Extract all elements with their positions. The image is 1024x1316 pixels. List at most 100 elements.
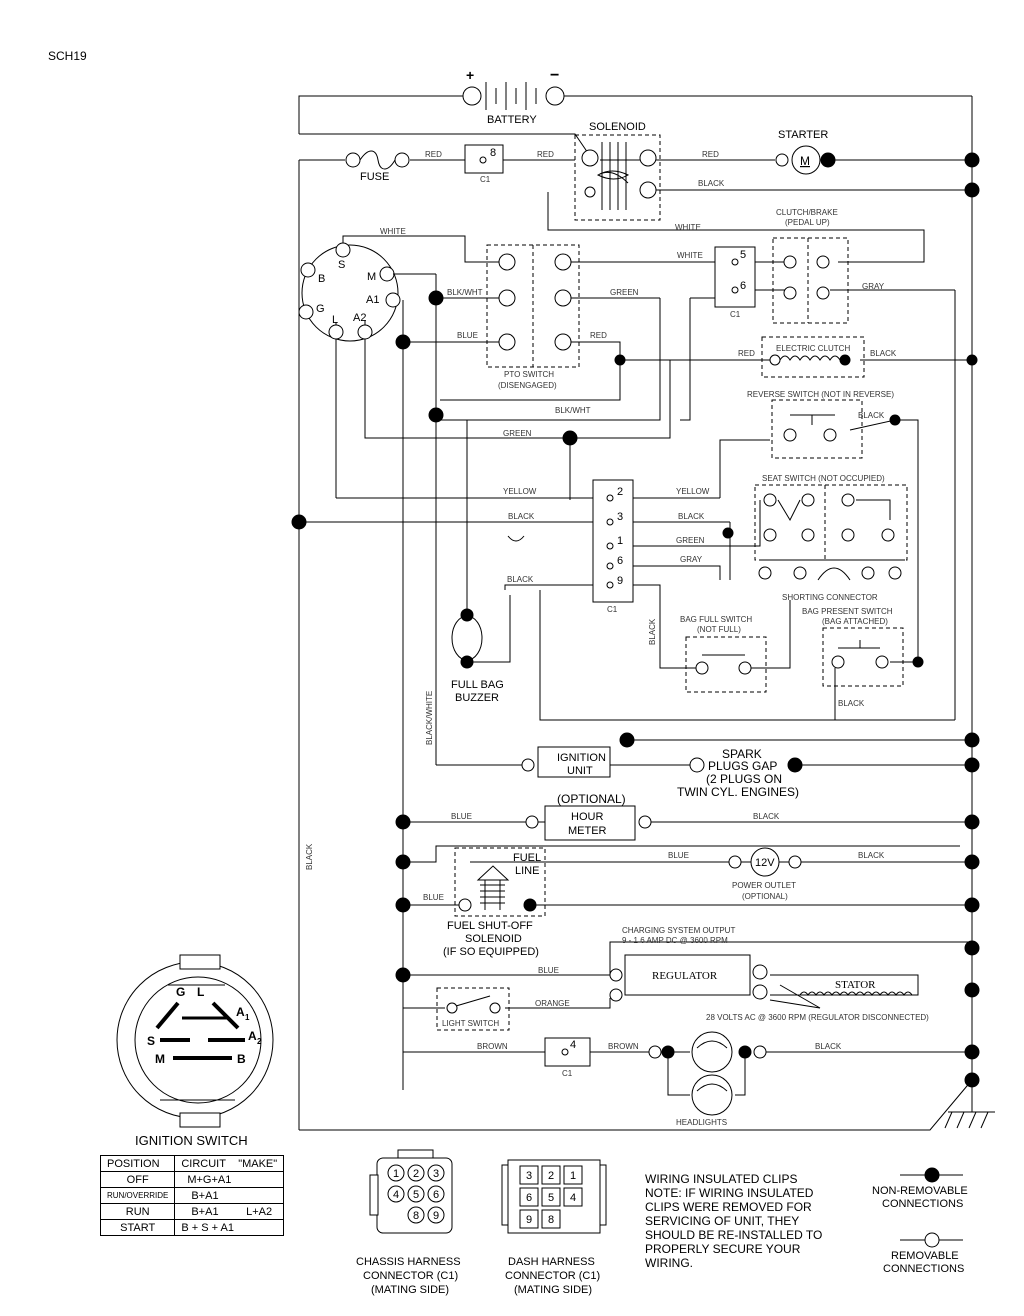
svg-text:BLK/WHT: BLK/WHT — [447, 288, 483, 297]
svg-text:GREEN: GREEN — [610, 288, 639, 297]
svg-text:(BAG ATTACHED): (BAG ATTACHED) — [822, 617, 888, 626]
svg-text:A: A — [236, 1005, 245, 1019]
svg-text:G: G — [176, 985, 185, 999]
svg-text:8: 8 — [413, 1210, 419, 1222]
ignition-switch-title: IGNITION SWITCH — [135, 1133, 248, 1148]
headlights: HEADLIGHTS — [648, 1031, 767, 1127]
svg-text:CLIPS WERE REMOVED FOR: CLIPS WERE REMOVED FOR — [645, 1200, 812, 1214]
svg-text:GRAY: GRAY — [680, 555, 703, 564]
full-bag-buzzer: FULL BAG BUZZER BLACK/WHITE BLACK — [305, 608, 504, 870]
svg-text:WIRING.: WIRING. — [645, 1256, 693, 1270]
bag-full-switch: BAG FULL SWITCH (NOT FULL) BLACK — [648, 615, 767, 693]
svg-text:8: 8 — [490, 147, 496, 159]
svg-text:BLACK: BLACK — [698, 179, 725, 188]
svg-text:RED: RED — [590, 331, 607, 340]
svg-text:NON-REMOVABLE: NON-REMOVABLE — [872, 1185, 968, 1197]
svg-text:BLACK: BLACK — [305, 843, 314, 870]
svg-text:SOLENOID: SOLENOID — [465, 933, 522, 945]
svg-text:CONNECTOR (C1): CONNECTOR (C1) — [363, 1270, 458, 1282]
battery-label: BATTERY — [487, 114, 537, 126]
svg-text:2: 2 — [413, 1168, 419, 1180]
bag-present-switch: BAG PRESENT SWITCH (BAG ATTACHED) BLACK — [802, 607, 924, 708]
svg-text:2: 2 — [257, 1037, 262, 1046]
svg-text:4: 4 — [393, 1189, 399, 1201]
svg-text:G: G — [316, 303, 325, 315]
svg-text:YELLOW: YELLOW — [676, 487, 710, 496]
table-row: OFF M+G+A1 — [99, 1171, 285, 1188]
svg-text:(2 PLUGS ON: (2 PLUGS ON — [706, 772, 782, 786]
svg-text:BLUE: BLUE — [451, 812, 472, 821]
svg-text:BLACK: BLACK — [858, 411, 885, 420]
shorting-connector: SHORTING CONNECTOR — [758, 559, 905, 602]
svg-text:BLACK: BLACK — [648, 618, 657, 645]
svg-text:RED: RED — [537, 150, 554, 159]
svg-text:(NOT FULL): (NOT FULL) — [697, 625, 741, 634]
stator: STATOR — [799, 979, 913, 996]
svg-text:A: A — [248, 1029, 257, 1043]
svg-text:1: 1 — [570, 1170, 576, 1182]
ignition-switch-face: G L A 1 S A 2 M B IGNITION SWITCH — [116, 954, 274, 1148]
solenoid: SOLENOID RED BLACK — [574, 121, 725, 221]
fuel-shutoff-solenoid: FUEL LINE FUEL SHUT-OFF SOLENOID (IF SO … — [423, 847, 546, 958]
svg-text:L: L — [332, 314, 338, 326]
pto-switch: PTO SWITCH (DISENGAGED) WHITE BLK/WHT BL… — [380, 227, 639, 390]
svg-text:SHOULD BE RE-INSTALLED TO: SHOULD BE RE-INSTALLED TO — [645, 1228, 822, 1242]
ignition-position-table: POSITION CIRCUIT "MAKE" OFF M+G+A1 RUN/O… — [99, 1155, 285, 1236]
svg-text:8: 8 — [548, 1214, 554, 1226]
svg-text:HEADLIGHTS: HEADLIGHTS — [676, 1118, 727, 1127]
table-header-row: POSITION CIRCUIT "MAKE" — [99, 1155, 285, 1172]
svg-text:9 - 1 6 AMP DC @ 3600 RPM: 9 - 1 6 AMP DC @ 3600 RPM — [622, 936, 728, 945]
c1-terminal-4: 4 C1 BROWN BROWN BLACK — [477, 1037, 842, 1078]
svg-text:BROWN: BROWN — [477, 1042, 508, 1051]
non-removable-connections — [291, 152, 980, 1088]
svg-text:SEAT SWITCH (NOT OCCUPIED): SEAT SWITCH (NOT OCCUPIED) — [762, 474, 885, 483]
svg-text:ORANGE: ORANGE — [535, 999, 570, 1008]
svg-text:28 VOLTS AC @ 3600 RPM (REGULA: 28 VOLTS AC @ 3600 RPM (REGULATOR DISCON… — [706, 1013, 929, 1022]
ignition-switch-schematic: B S M A1 G L A2 — [298, 242, 437, 342]
svg-text:FUEL SHUT-OFF: FUEL SHUT-OFF — [447, 920, 533, 932]
light-switch: LIGHT SWITCH — [436, 987, 510, 1031]
svg-text:NOTE: IF WIRING INSULATED: NOTE: IF WIRING INSULATED — [645, 1186, 814, 1200]
seat-switch: SEAT SWITCH (NOT OCCUPIED) YELLOW BLACK … — [676, 474, 908, 564]
svg-text:METER: METER — [568, 825, 607, 837]
starter-label: STARTER — [778, 129, 828, 141]
svg-text:SHORTING CONNECTOR: SHORTING CONNECTOR — [782, 593, 878, 602]
fuse-label: FUSE — [360, 171, 389, 183]
svg-text:PTO SWITCH: PTO SWITCH — [504, 370, 554, 379]
svg-text:BLACK/WHITE: BLACK/WHITE — [425, 691, 434, 745]
svg-text:4: 4 — [570, 1039, 576, 1051]
clutch-brake-switch: CLUTCH/BRAKE (PEDAL UP) GRAY — [772, 208, 885, 324]
c1-terminal-5-6: 5 6 C1 WHITE WHITE — [675, 223, 756, 319]
battery: + − BATTERY — [462, 67, 565, 126]
svg-text:1: 1 — [245, 1013, 250, 1022]
fuse: FUSE RED — [345, 150, 442, 183]
svg-text:5: 5 — [413, 1189, 419, 1201]
svg-text:M: M — [155, 1052, 165, 1066]
svg-text:RED: RED — [702, 150, 719, 159]
svg-text:(IF SO EQUIPPED): (IF SO EQUIPPED) — [443, 946, 539, 958]
svg-text:GRAY: GRAY — [862, 282, 885, 291]
svg-text:WIRING INSULATED CLIPS: WIRING INSULATED CLIPS — [645, 1172, 797, 1186]
svg-text:RED: RED — [425, 150, 442, 159]
regulator: CHARGING SYSTEM OUTPUT 9 - 1 6 AMP DC @ … — [535, 926, 929, 1022]
electric-clutch: ELECTRIC CLUTCH RED BLACK — [738, 336, 897, 378]
svg-text:S: S — [147, 1034, 155, 1048]
svg-text:RED: RED — [738, 349, 755, 358]
svg-text:2: 2 — [617, 486, 623, 498]
svg-text:TWIN CYL. ENGINES): TWIN CYL. ENGINES) — [677, 785, 799, 799]
svg-text:BLK/WHT: BLK/WHT — [555, 406, 591, 415]
svg-text:FULL BAG: FULL BAG — [451, 679, 504, 691]
svg-text:9: 9 — [433, 1210, 439, 1222]
svg-text:BLACK: BLACK — [870, 349, 897, 358]
svg-text:BLACK: BLACK — [678, 512, 705, 521]
svg-text:PROPERLY SECURE YOUR: PROPERLY SECURE YOUR — [645, 1242, 801, 1256]
svg-text:C1: C1 — [607, 605, 618, 614]
svg-text:B: B — [318, 273, 325, 285]
connection-legend: NON-REMOVABLE CONNECTIONS REMOVABLE CONN… — [872, 1167, 968, 1275]
svg-text:BLACK: BLACK — [507, 575, 534, 584]
solenoid-label: SOLENOID — [589, 121, 646, 133]
svg-text:DASH HARNESS: DASH HARNESS — [508, 1256, 595, 1268]
table-header: POSITION — [99, 1155, 176, 1172]
svg-text:2: 2 — [548, 1170, 554, 1182]
